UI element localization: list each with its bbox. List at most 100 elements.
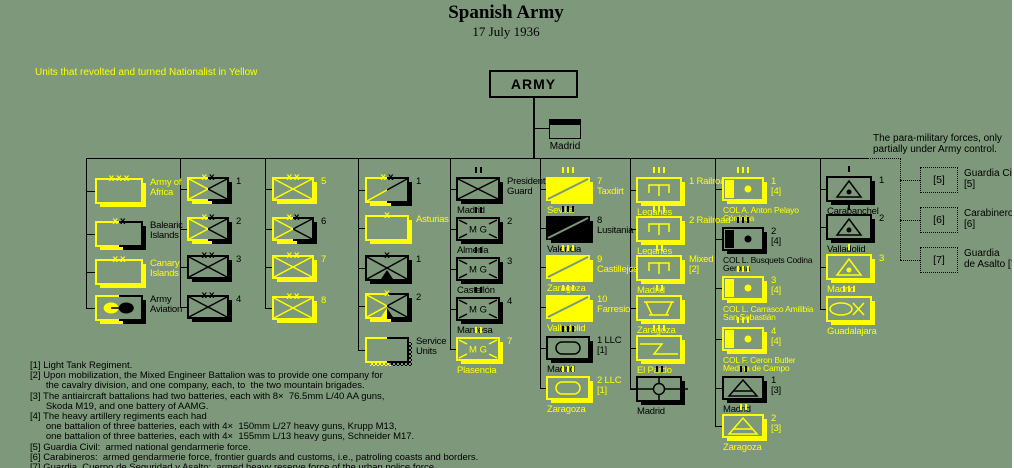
unit-designation: 8	[321, 295, 327, 306]
para-dotted-v	[900, 158, 901, 260]
branch-stub	[450, 349, 456, 350]
echelon-marks	[722, 217, 764, 235]
branch-stub	[86, 191, 95, 192]
unit-designation: 2	[507, 216, 513, 227]
branch-stub	[358, 306, 365, 307]
para-stub	[900, 220, 920, 221]
army-hq-location: Madrid	[549, 141, 581, 152]
branch-stub	[715, 388, 722, 389]
column-drop-line	[86, 158, 87, 308]
unit-location: Plasencia	[457, 365, 497, 376]
unit-location: Madrid	[723, 404, 751, 415]
unit-location: Zaragoza	[723, 442, 762, 453]
echelon-marks	[636, 206, 682, 224]
branch-stub	[630, 348, 636, 349]
echelon-marks: x	[384, 210, 390, 221]
echelon-marks: x	[384, 250, 390, 261]
echelon-marks	[456, 207, 500, 225]
unit-location: Madrid	[457, 205, 485, 216]
unit-designation: 1[4]	[771, 176, 781, 197]
legend-note: Units that revolted and turned Nationali…	[35, 67, 258, 78]
footnote-line: the cavalry division, and one company, e…	[30, 380, 365, 392]
unit-location: Valencia	[547, 244, 582, 255]
svg-text:M G: M G	[469, 225, 487, 236]
branch-stub	[715, 339, 722, 340]
unit-designation: 2	[236, 216, 242, 227]
unit-location: Madrid	[637, 285, 665, 296]
hq-stub	[534, 128, 549, 129]
unit-c7-r3: Mixed[2]Madrid	[636, 245, 714, 295]
unit-designation: 1	[879, 175, 885, 186]
branch-stub	[450, 189, 456, 190]
unit-location: Zaragoza	[547, 284, 586, 294]
column-drop-line	[180, 158, 181, 307]
unit-location: Leganés	[637, 207, 673, 218]
branch-stub	[450, 229, 456, 230]
unit-designation: 1	[416, 254, 422, 265]
unit-designation: 2	[416, 292, 422, 303]
unit-designation: 4	[507, 296, 513, 307]
footnote-line: [6] Carabineros: armed gendarmerie force…	[30, 451, 479, 463]
unit-designation: 2[4]	[771, 226, 781, 247]
branch-stub	[540, 228, 546, 229]
echelon-marks	[722, 404, 764, 422]
unit-designation: Asturias	[416, 214, 449, 225]
page-title: Spanish Army	[448, 2, 564, 23]
echelon-marks	[546, 167, 590, 185]
branch-stub	[180, 307, 187, 308]
unit-designation: 7	[507, 336, 513, 347]
army-root-box: ARMY	[489, 70, 578, 98]
unit-designation: 6	[321, 216, 327, 227]
branch-stub	[265, 267, 272, 268]
echelon-marks	[826, 286, 872, 304]
echelon-marks	[456, 167, 500, 185]
branch-stub	[358, 228, 365, 229]
branch-stub	[540, 307, 546, 308]
branch-stub	[265, 308, 272, 309]
unit-designation: 3[4]	[771, 275, 781, 296]
branch-stub	[540, 189, 546, 190]
branch-stub	[180, 189, 187, 190]
column-drop-line	[540, 158, 541, 388]
para-stub	[900, 260, 920, 261]
branch-stub	[450, 309, 456, 310]
footnotes: [1] Light Tank Regiment.[2] Upon mobiliz…	[30, 360, 479, 468]
unit-location: Valladolid	[827, 244, 866, 255]
para-box-6: [6]	[920, 207, 958, 233]
branch-stub	[180, 229, 187, 230]
column-drop-line	[450, 158, 451, 349]
branch-stub	[630, 308, 636, 309]
branch-stub	[820, 309, 826, 310]
echelon-marks	[636, 325, 682, 343]
unit-location: Zaragoza	[547, 404, 586, 415]
echelon-marks	[546, 206, 590, 224]
unit-c6-r5: 1 LLC[1]Madrid	[546, 326, 622, 374]
svg-text:M G: M G	[469, 305, 487, 316]
para-military-note: The para-military forces, only partially…	[873, 133, 1002, 155]
hq-top-bar	[550, 120, 580, 125]
unit-c5-r4: M G4Manresa	[456, 287, 512, 335]
para-box-label: Guardia Civil[5]	[964, 168, 1012, 190]
column-drop-line	[358, 158, 359, 350]
echelon-marks	[826, 166, 872, 184]
para-box-5: [5]	[920, 167, 958, 193]
